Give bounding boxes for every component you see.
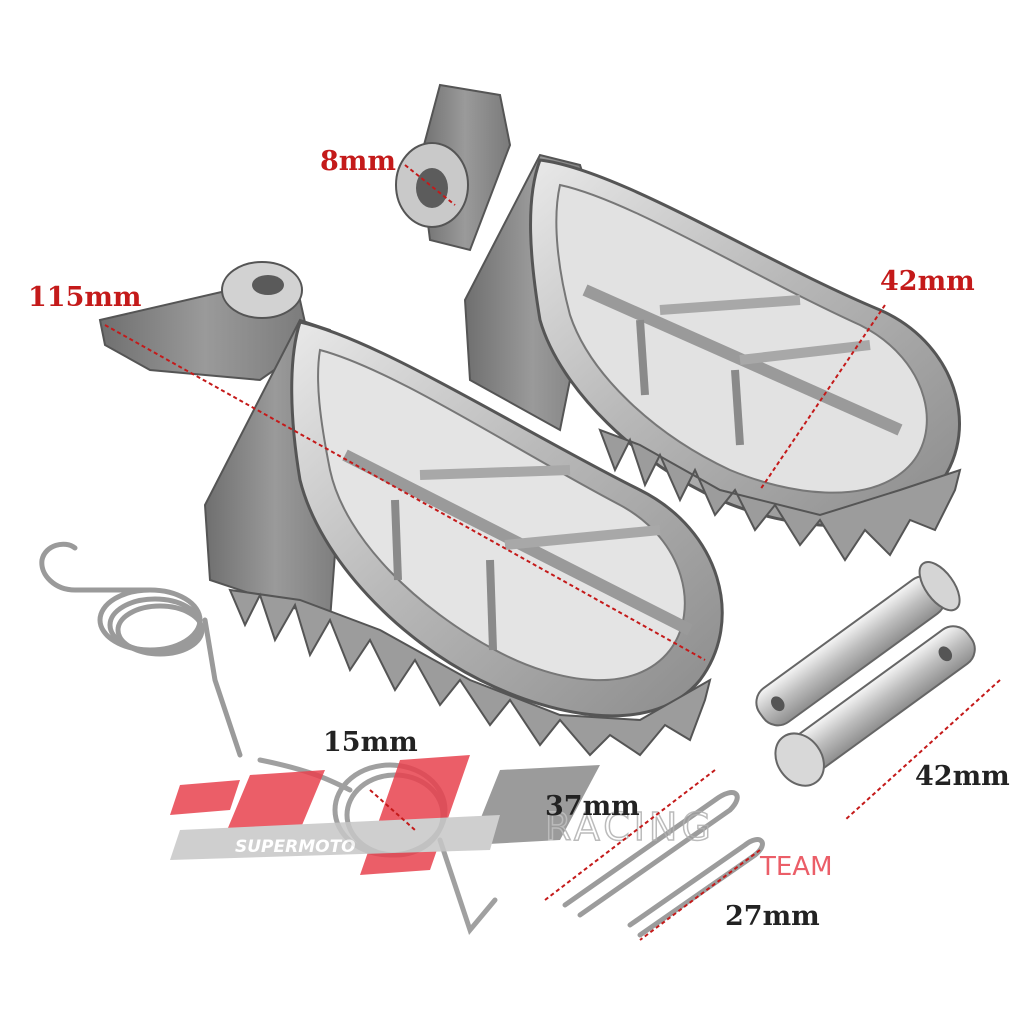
- peg-width-dimension-label: 42mm: [880, 266, 975, 297]
- cotter-pin-long-dimension-label: 37mm: [545, 791, 640, 822]
- clevis-pins: [755, 561, 976, 787]
- torsion-spring-left: [39, 541, 243, 758]
- clevis-pin-dimension-label: 42mm: [915, 761, 1010, 792]
- peg-length-dimension-label: 115mm: [28, 282, 142, 313]
- watermark-line-2: FUN: [500, 850, 538, 869]
- watermark-line-4: TEAM: [759, 852, 833, 882]
- foot-peg-left: [98, 261, 724, 757]
- bore-dimension-label: 8mm: [320, 146, 396, 177]
- watermark-line-3: RACING: [545, 805, 715, 849]
- racing-team-watermark: SUPERMOTO FUN RACING TEAM: [170, 755, 833, 882]
- foot-peg-right: [395, 83, 962, 562]
- watermark-line-1: SUPERMOTO: [235, 837, 356, 857]
- dimension-lines: [104, 164, 1001, 941]
- cotter-pin-short-dimension-label: 27mm: [725, 901, 820, 932]
- spring-dimension-label: 15mm: [323, 727, 418, 758]
- cotter-pins: [562, 790, 765, 938]
